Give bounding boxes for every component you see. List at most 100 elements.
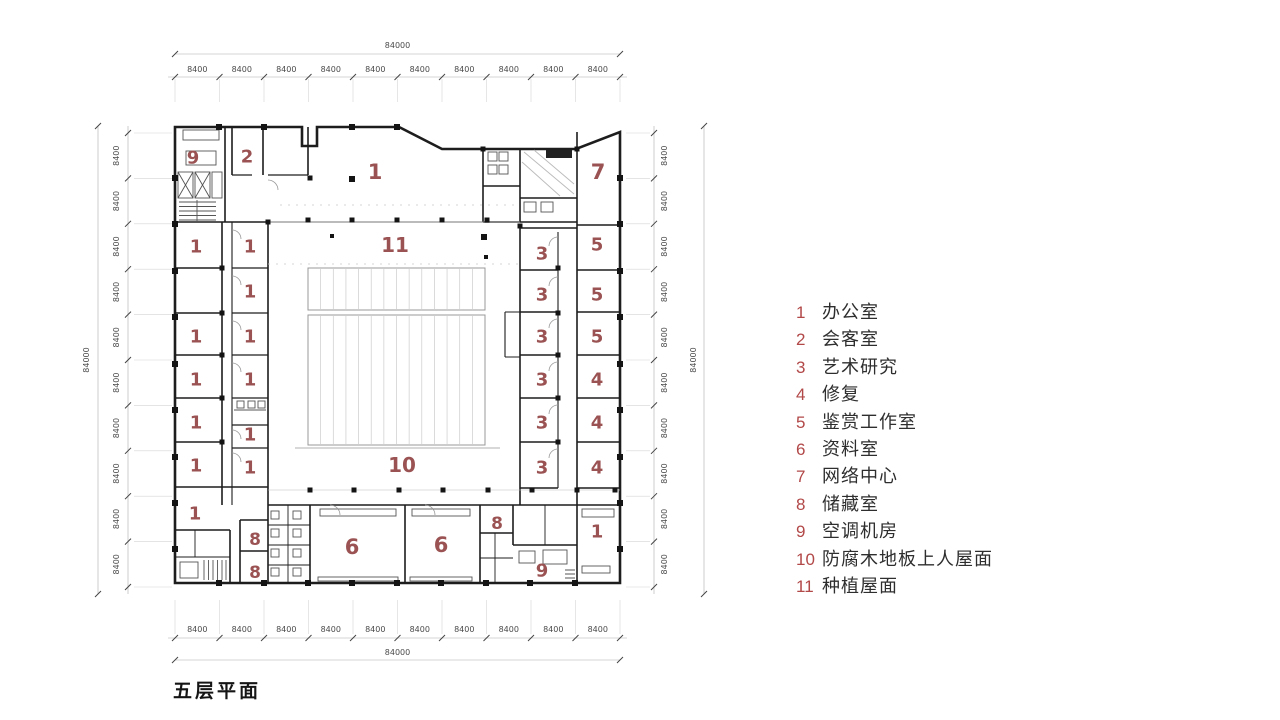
room-number: 6 bbox=[345, 535, 360, 559]
dimension-label: 8400 bbox=[588, 625, 608, 634]
column-square bbox=[307, 487, 313, 493]
column-square bbox=[555, 395, 561, 401]
legend-item-number: 9 bbox=[796, 522, 806, 542]
dimension-label: 8400 bbox=[660, 509, 669, 529]
dimension-label: 84000 bbox=[385, 41, 410, 50]
room-number: 3 bbox=[536, 285, 549, 306]
legend-item-number: 5 bbox=[796, 412, 806, 432]
dimension-label: 8400 bbox=[321, 625, 341, 634]
dimension-label: 8400 bbox=[112, 236, 121, 256]
legend-item-label: 会客室 bbox=[822, 329, 879, 350]
column-square bbox=[172, 500, 178, 506]
dimension-label: 8400 bbox=[112, 191, 121, 211]
plan-outer-walls bbox=[173, 125, 622, 585]
legend-item-label: 种植屋面 bbox=[822, 575, 898, 596]
column-square bbox=[216, 580, 222, 586]
column-square bbox=[483, 580, 489, 586]
dimension-label: 8400 bbox=[543, 65, 563, 74]
dimension-label: 8400 bbox=[454, 65, 474, 74]
column-square bbox=[555, 439, 561, 445]
column-square bbox=[305, 217, 311, 223]
room-number: 1 bbox=[244, 425, 257, 446]
dimension-label: 8400 bbox=[232, 65, 252, 74]
column-square bbox=[481, 234, 487, 240]
column-square bbox=[617, 314, 623, 320]
room-number: 6 bbox=[434, 533, 449, 557]
column-square bbox=[261, 124, 267, 130]
room-number: 4 bbox=[591, 458, 604, 479]
column-square bbox=[617, 268, 623, 274]
column-square bbox=[394, 580, 400, 586]
room-number: 1 bbox=[244, 458, 257, 479]
column-square bbox=[219, 395, 225, 401]
dimension-label: 8400 bbox=[660, 373, 669, 393]
room-number: 5 bbox=[591, 327, 604, 348]
dimension-label: 8400 bbox=[499, 625, 519, 634]
dimension-label: 8400 bbox=[112, 373, 121, 393]
column-square bbox=[394, 217, 400, 223]
room-number: 7 bbox=[591, 160, 606, 184]
column-square bbox=[485, 487, 491, 493]
door-arcs bbox=[231, 179, 559, 516]
column-square bbox=[172, 361, 178, 367]
stair-icon bbox=[179, 560, 227, 580]
legend-item-number: 2 bbox=[796, 330, 806, 350]
dimension-label: 8400 bbox=[660, 418, 669, 438]
dimension-label: 8400 bbox=[112, 463, 121, 483]
column-square bbox=[555, 265, 561, 271]
column-square bbox=[612, 487, 618, 493]
room-number: 1 bbox=[190, 237, 203, 258]
legend-item: 2 会客室 bbox=[796, 326, 993, 353]
room-number: 1 bbox=[244, 237, 257, 258]
room-number: 3 bbox=[536, 413, 549, 434]
dimension-label: 8400 bbox=[232, 625, 252, 634]
plan-title: 五层平面 bbox=[173, 681, 262, 702]
legend-item-number: 4 bbox=[796, 385, 806, 405]
dimension-label: 8400 bbox=[660, 282, 669, 302]
column-square bbox=[349, 580, 355, 586]
dimension-label: 8400 bbox=[660, 327, 669, 347]
column-square bbox=[529, 487, 535, 493]
dimension-label: 8400 bbox=[660, 236, 669, 256]
room-number: 2 bbox=[241, 147, 254, 168]
column-square bbox=[305, 580, 311, 586]
column-square bbox=[172, 407, 178, 413]
column-square bbox=[307, 175, 313, 181]
dimension-label: 8400 bbox=[660, 554, 669, 574]
plan-interior-walls bbox=[175, 127, 620, 583]
dimension-label: 8400 bbox=[660, 191, 669, 211]
room-number: 3 bbox=[536, 244, 549, 265]
column-square bbox=[172, 314, 178, 320]
column-square bbox=[617, 500, 623, 506]
column-square bbox=[219, 310, 225, 316]
room-number: 1 bbox=[244, 327, 257, 348]
column-square bbox=[484, 255, 488, 259]
column-square bbox=[172, 268, 178, 274]
dimension-label: 8400 bbox=[365, 625, 385, 634]
dimension-label: 8400 bbox=[321, 65, 341, 74]
legend-item-number: 1 bbox=[796, 303, 806, 322]
dimension-label: 8400 bbox=[365, 65, 385, 74]
room-number: 1 bbox=[368, 160, 383, 184]
legend-item-label: 艺术研究 bbox=[822, 356, 898, 377]
dimension-label: 8400 bbox=[112, 146, 121, 166]
room-number: 9 bbox=[536, 561, 549, 582]
dimension-label: 8400 bbox=[660, 463, 669, 483]
column-square bbox=[219, 352, 225, 358]
column-square bbox=[351, 487, 357, 493]
legend-item-number: 8 bbox=[796, 494, 806, 514]
room-number: 1 bbox=[190, 456, 203, 477]
room-number: 1 bbox=[190, 327, 203, 348]
dimension-label: 8400 bbox=[112, 418, 121, 438]
roof-deck-stripes bbox=[320, 269, 473, 444]
column-square bbox=[527, 580, 533, 586]
room-number: 10 bbox=[388, 453, 416, 477]
column-square bbox=[617, 175, 623, 181]
column-square bbox=[330, 234, 334, 238]
room-number: 4 bbox=[591, 413, 604, 434]
